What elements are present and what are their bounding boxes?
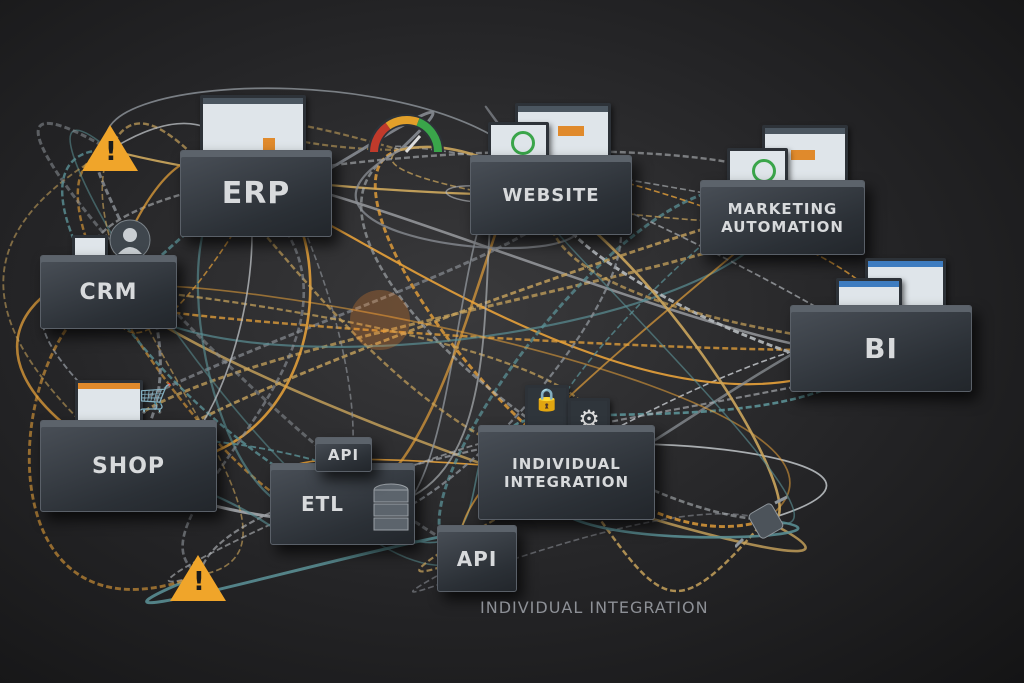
lock-icon: 🔒 <box>525 385 569 431</box>
node-label: INDIVIDUAL INTEGRATION <box>503 454 630 491</box>
node-label: WEBSITE <box>502 184 600 206</box>
cable <box>89 149 796 291</box>
cable <box>359 148 766 522</box>
node-individual-integration[interactable]: INDIVIDUAL INTEGRATION <box>478 425 655 520</box>
caption: INDIVIDUAL INTEGRATION <box>480 598 709 617</box>
cable <box>101 149 244 576</box>
cable <box>108 122 566 472</box>
node-marketing-automation[interactable]: MARKETING AUTOMATION <box>700 180 865 255</box>
glow-spark <box>350 290 410 350</box>
gauge-icon <box>368 114 444 153</box>
node-label: ERP <box>221 176 291 211</box>
cable <box>374 148 766 529</box>
node-label: API <box>456 546 498 571</box>
warning-icon: ! <box>82 125 138 171</box>
node-label: BI <box>864 332 898 365</box>
node-bi[interactable]: BI <box>790 305 972 392</box>
cable <box>181 194 306 577</box>
cable <box>109 284 791 521</box>
node-label: ETL <box>301 492 345 516</box>
cable <box>69 129 476 566</box>
user-icon <box>109 219 151 261</box>
node-label: SHOP <box>91 453 166 479</box>
node-erp[interactable]: ERP <box>180 150 332 237</box>
node-website[interactable]: WEBSITE <box>470 155 632 235</box>
plug-icon <box>735 495 788 549</box>
node-label: MARKETING AUTOMATION <box>721 199 844 236</box>
node-label: CRM <box>79 279 138 305</box>
warning-icon: ! <box>170 555 226 601</box>
cable <box>511 344 882 472</box>
cart-icon: 🛒 <box>138 382 173 415</box>
node-label: API <box>327 445 360 464</box>
database-icon <box>373 483 409 531</box>
node-api-bottom[interactable]: API <box>437 525 517 592</box>
node-crm[interactable]: CRM <box>40 255 177 329</box>
node-api-top[interactable]: API <box>315 437 372 472</box>
node-shop[interactable]: SHOP <box>40 420 217 512</box>
